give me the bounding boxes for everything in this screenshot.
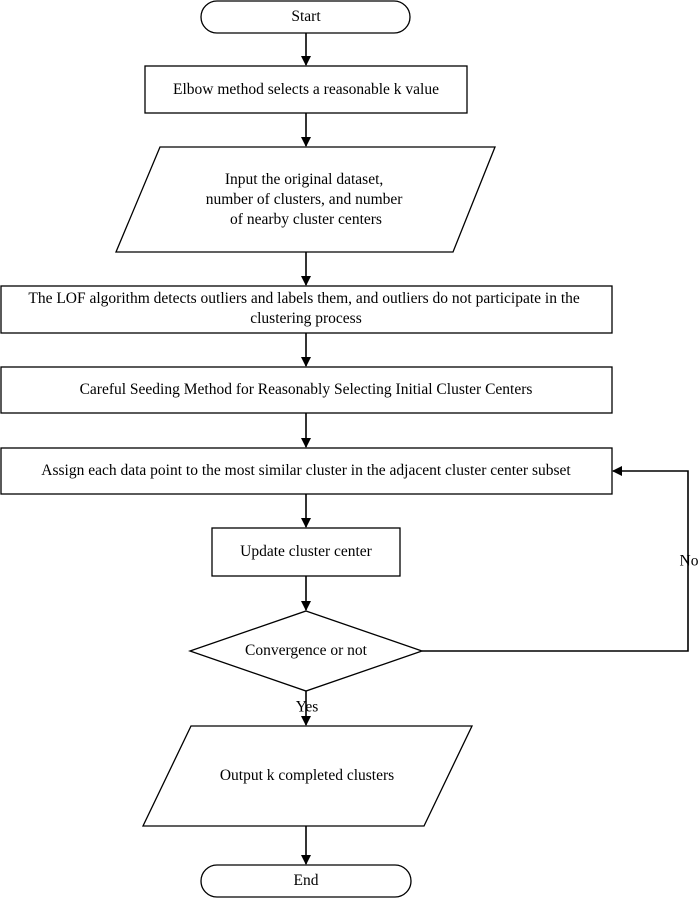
arrow-no-loop — [422, 466, 689, 652]
output-node-label: Output k completed clusters — [220, 767, 394, 784]
elbow-node: Elbow method selects a reasonable k valu… — [144, 65, 468, 114]
update-node-label: Update cluster center — [240, 543, 373, 560]
end-node: End — [200, 864, 412, 898]
svg-text:The LOF algorithm detects outl: The LOF algorithm detects outliers and l… — [28, 290, 583, 327]
no-label: No — [680, 553, 699, 570]
update-node: Update cluster center — [211, 527, 401, 577]
assign-node-label: Assign each data point to the most simil… — [41, 462, 571, 479]
seeding-node: Careful Seeding Method for Reasonably Se… — [0, 366, 613, 414]
svg-text:Assign each data point to the: Assign each data point to the most simil… — [41, 462, 571, 479]
svg-text:Convergence or not: Convergence or not — [245, 642, 368, 659]
svg-text:Start: Start — [291, 8, 321, 25]
input-node-line-3: of nearby cluster centers — [230, 211, 382, 228]
input-node-line-2: number of clusters, and number — [206, 191, 404, 208]
svg-text:Elbow method selects a reasona: Elbow method selects a reasonable k valu… — [173, 81, 439, 98]
lof-node-line-2: clustering process — [250, 310, 361, 327]
svg-text:Input the original dataset,: Input the original dataset, number of cl… — [206, 171, 407, 228]
svg-text:Output k completed clusters: Output k completed clusters — [220, 767, 394, 784]
assign-node: Assign each data point to the most simil… — [0, 447, 613, 495]
svg-text:End: End — [294, 872, 319, 889]
elbow-node-label: Elbow method selects a reasonable k valu… — [173, 81, 439, 98]
end-node-label: End — [294, 872, 319, 889]
input-node-line-1: Input the original dataset, — [225, 171, 383, 188]
input-node: Input the original dataset, number of cl… — [115, 146, 496, 253]
svg-text:Careful Seeding Method for Rea: Careful Seeding Method for Reasonably Se… — [80, 381, 533, 398]
converge-node: Convergence or not — [188, 610, 424, 692]
svg-text:Update cluster center: Update cluster center — [240, 543, 373, 560]
yes-label: Yes — [296, 699, 319, 716]
start-node: Start — [200, 0, 411, 34]
seeding-node-label: Careful Seeding Method for Reasonably Se… — [80, 381, 533, 398]
output-node: Output k completed clusters — [141, 725, 474, 827]
lof-node: The LOF algorithm detects outliers and l… — [0, 285, 613, 334]
start-node-label: Start — [291, 8, 321, 25]
lof-node-line-1: The LOF algorithm detects outliers and l… — [28, 290, 580, 307]
converge-node-label: Convergence or not — [245, 642, 368, 659]
